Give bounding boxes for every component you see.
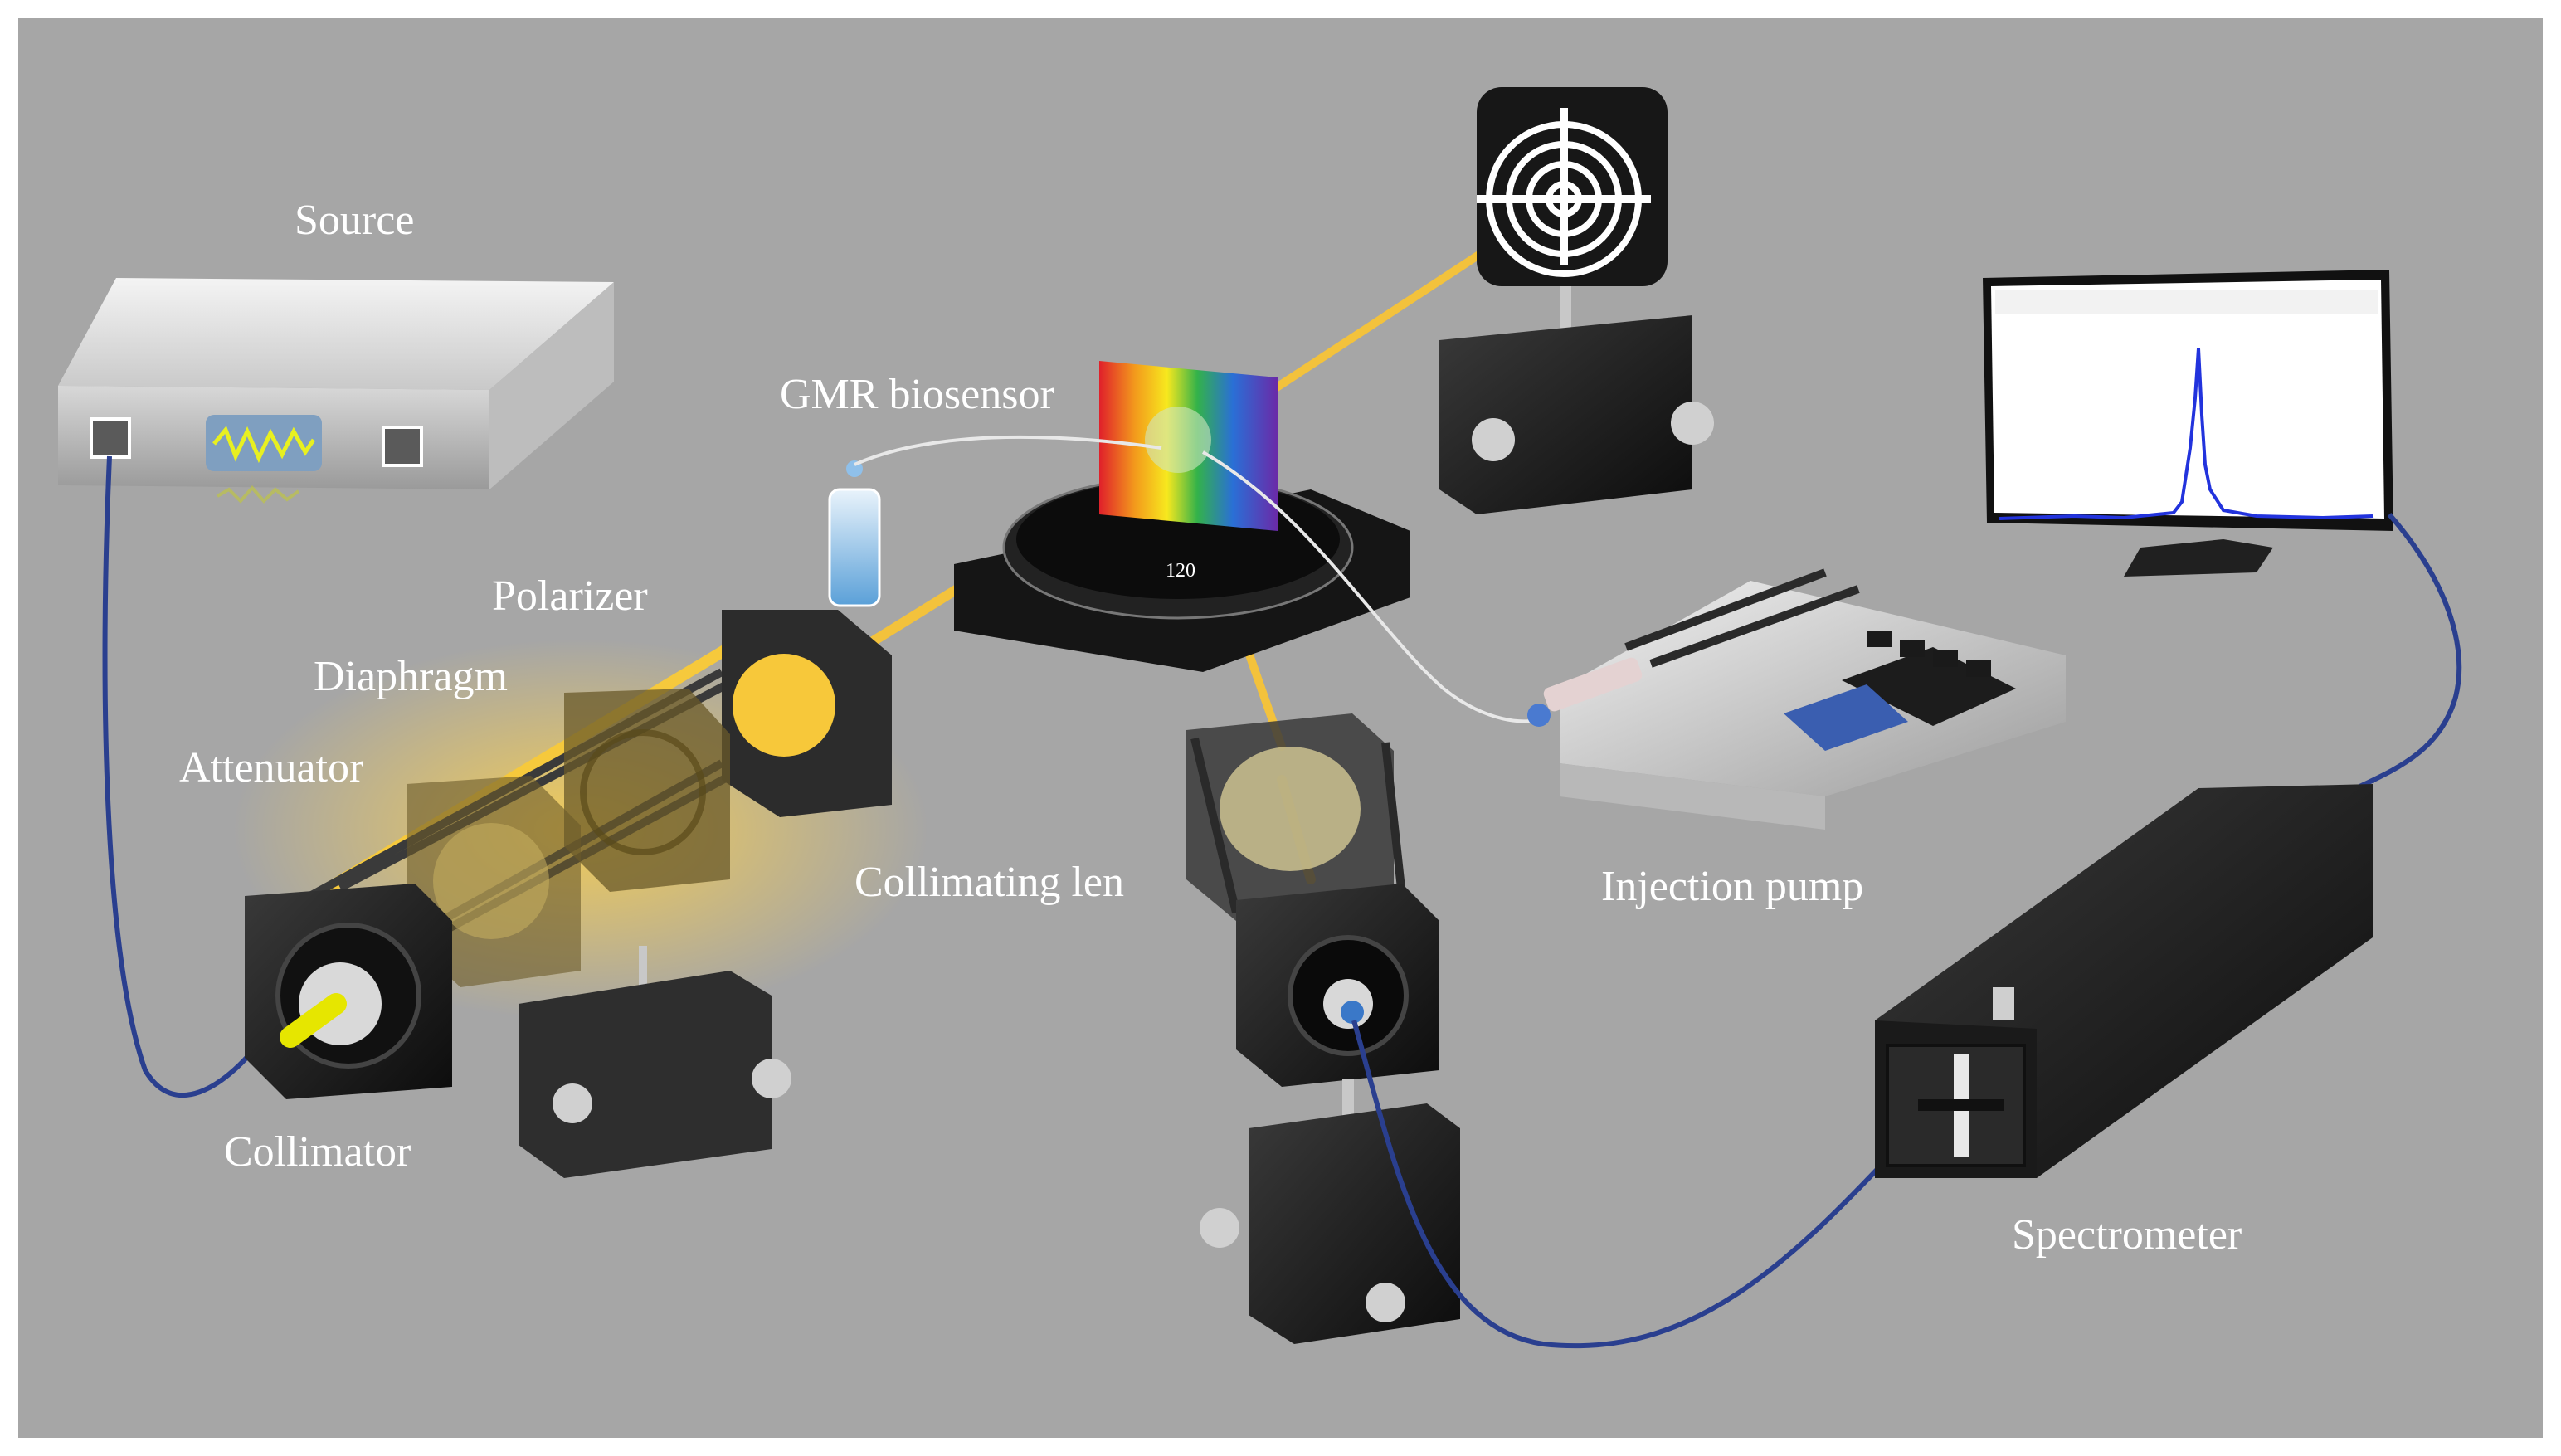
- inlet-tubing: [854, 435, 1162, 466]
- fiber-lens-to-spectrometer: [1351, 1020, 1911, 1349]
- label-collimating-len: Collimating len: [854, 859, 1124, 906]
- outlet-tubing: [1201, 450, 1544, 723]
- collimating-lens: [1186, 713, 1460, 1344]
- rail-translation-stage: [519, 946, 791, 1178]
- label-injection-pump: Injection pump: [1601, 863, 1863, 910]
- sample-vial: [828, 460, 881, 607]
- spectrometer: [1875, 784, 2373, 1178]
- dial-reading: 120: [1166, 560, 1195, 582]
- monitor: [1983, 270, 2393, 577]
- label-attenuator: Attenuator: [179, 744, 363, 791]
- target-screen: [1439, 87, 1714, 514]
- fiber-source-to-collimator: [102, 455, 260, 1098]
- label-polarizer: Polarizer: [492, 572, 648, 620]
- gmr-biosensor: [1099, 361, 1278, 531]
- injection-pump: [1527, 568, 2066, 830]
- collimator: [245, 884, 452, 1099]
- label-source: Source: [295, 197, 414, 244]
- light-source: [58, 278, 614, 504]
- label-spectrometer: Spectrometer: [2012, 1211, 2242, 1259]
- polarizer-mount: [722, 610, 892, 817]
- diaphragm-mount: [564, 689, 730, 892]
- fiber-monitor-to-spectrometer: [2346, 513, 2462, 795]
- label-diaphragm: Diaphragm: [314, 653, 508, 700]
- spectrum-trace: [1999, 348, 2374, 520]
- label-collimator: Collimator: [224, 1128, 411, 1176]
- label-gmr-biosensor: GMR biosensor: [780, 371, 1054, 418]
